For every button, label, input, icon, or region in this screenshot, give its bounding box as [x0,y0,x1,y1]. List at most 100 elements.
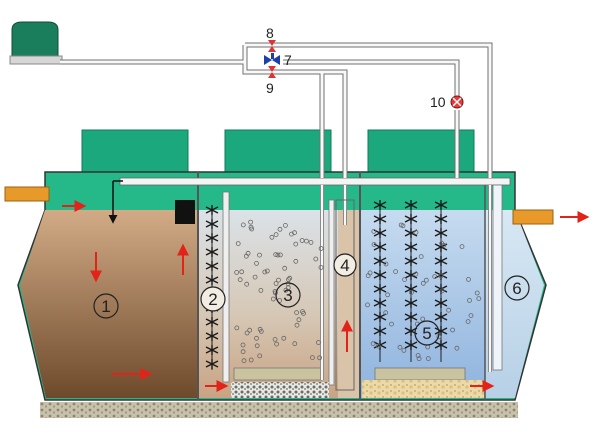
biomedia-tuft [373,200,387,210]
media-plate-5 [374,367,466,381]
air-bubble [247,327,253,333]
air-bubble [418,254,424,260]
lid-middle [224,129,332,173]
chamber-1 [20,210,198,398]
air-bubble [303,238,309,244]
air-bubble [300,309,305,315]
air-bubble [272,336,278,342]
air-bubble [370,341,376,347]
biomedia-tuft [434,228,448,238]
air-bubble [446,307,452,313]
air-bubble [397,344,403,350]
air-bubble [317,355,323,361]
air-bubble [413,229,419,235]
chamber-1-badge [93,293,119,319]
outlet-riser [492,184,503,371]
air-bubble [438,273,444,279]
air-bubble [277,252,283,258]
biomedia-tuft [434,326,448,336]
air-bubble [282,222,288,228]
chamber-4-label: 4 [340,256,349,275]
air-bubble [313,256,319,262]
air-bubble [316,340,321,345]
chamber-3-badge [275,282,301,308]
inlet-pipe [4,186,50,202]
biomedia-tuft [205,233,219,243]
biomedia-tuft [404,242,418,252]
biomedia-tuft [373,270,387,280]
chamber-4 [338,210,360,398]
chamber-6-badge [504,275,530,301]
air-bubble [401,347,407,353]
biomedia-tuft [404,214,418,224]
media-plate-3 [233,367,323,381]
biomedia-tuft [404,270,418,280]
biomedia-tuft [434,256,448,266]
chamber-labels: 1 2 3 4 5 6 [93,253,530,346]
air-bubble [393,269,399,275]
air-bubble [269,234,275,240]
air-bubble [383,261,389,267]
air-bubble [289,231,294,237]
air-bubble [237,277,243,283]
air-bubble [273,281,279,286]
air-bubble [282,265,288,271]
valve-7-label: 7 [284,52,292,68]
chamber-2-label: 2 [208,290,217,309]
air-bubble [245,250,251,256]
air-bubble [413,271,419,277]
air-bubble [466,276,471,282]
air-bubble [248,219,254,225]
air-bubble [468,313,474,319]
biomedia-tuft [373,326,387,336]
air-bubble [239,269,245,275]
air-bubble [257,252,262,258]
biomedia-tuft [205,247,219,257]
air-bubble [459,244,465,250]
biomedia-tuft [205,331,219,341]
air-bubble [275,252,281,258]
biomedia-tuft [373,298,387,308]
air-bubble [408,289,414,295]
air-bubble [454,345,460,351]
air-bubble [240,349,246,355]
air-bubble [234,269,240,275]
biomedia-tuft [404,284,418,294]
air-bubble [248,357,254,363]
biomedia-tuft [404,340,418,350]
air-bubble [385,292,391,298]
valve-10-label: 10 [430,94,446,110]
ground-gravel [40,402,518,418]
air-bubble [285,285,291,291]
biomedia-tuft [404,312,418,322]
air-bubble [244,330,250,336]
air-bubble [264,268,270,274]
chamber-5-badge [414,320,440,346]
air-bubble [254,335,259,341]
wall-chamber-2 [222,191,230,383]
air-bubble [240,222,246,228]
air-bubble [371,228,377,234]
air-bubble [294,310,300,316]
biomedia-tuft [404,298,418,308]
air-bubble [476,296,482,302]
air-bubble [293,258,299,264]
air-bubble [423,277,429,283]
air-bubble [244,281,250,287]
wall-chamber-3 [328,199,335,386]
air-bubble [308,239,314,245]
biomedia-tuft [205,205,219,215]
biomedia-tuft [373,284,387,294]
biomedia-tuft [434,200,448,210]
valve-8-label: 8 [266,25,274,41]
chamber-3-label: 3 [283,286,292,305]
air-bubble [274,341,280,347]
air-bubble [416,356,422,362]
air-bubble [281,335,287,341]
air-bubble [318,246,324,251]
biomedia-tuft [205,359,219,369]
air-bubble [283,287,289,293]
air-bubble [240,342,246,348]
air-bubble [365,273,371,279]
